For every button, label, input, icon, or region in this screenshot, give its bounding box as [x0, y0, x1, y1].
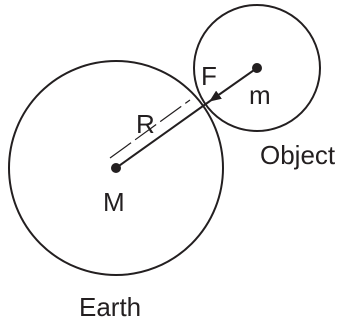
- earth-label: Earth: [79, 292, 141, 322]
- large-mass-label: M: [103, 187, 125, 217]
- object-label: Object: [260, 140, 336, 170]
- force-label: F: [201, 61, 217, 91]
- radius-line: [115, 100, 211, 169]
- earth-circle: [8, 60, 224, 276]
- small-mass-label: m: [249, 80, 271, 110]
- force-arrow: [209, 67, 258, 102]
- earth-center-dot: [111, 163, 121, 173]
- radius-dimension-line: [109, 99, 191, 159]
- object-circle: [193, 4, 321, 132]
- object-center-dot: [252, 63, 262, 73]
- radius-label: R: [136, 109, 155, 139]
